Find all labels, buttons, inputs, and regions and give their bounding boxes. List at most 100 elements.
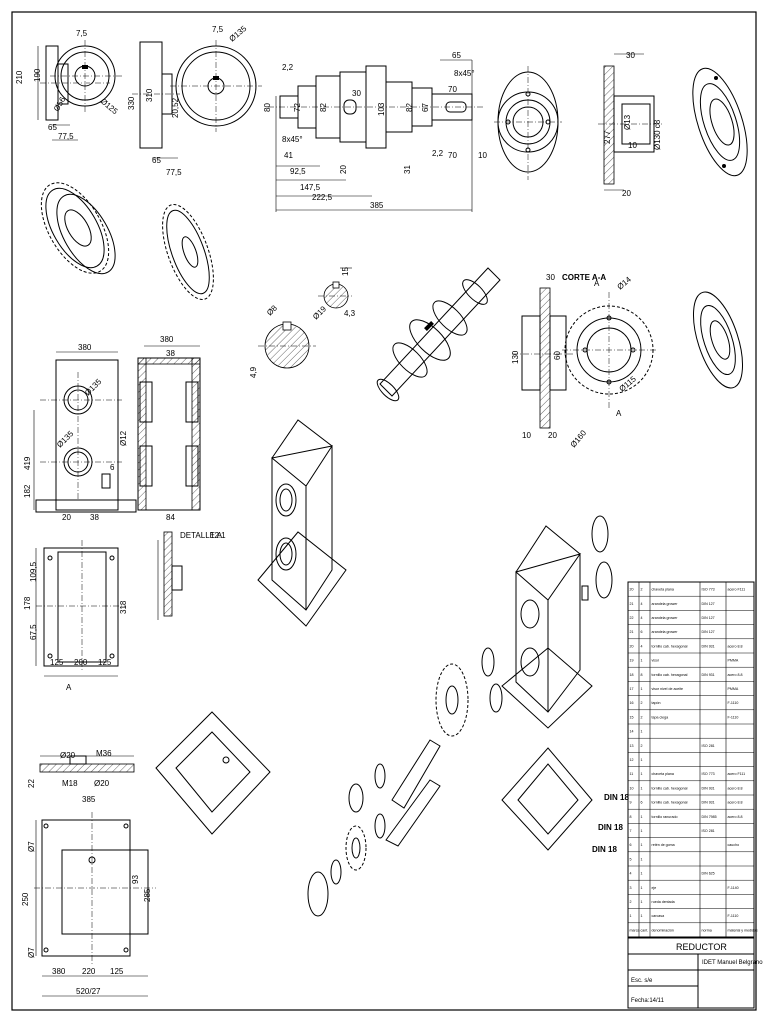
parts-list-cell: norma xyxy=(702,928,712,932)
parts-list-cell: PMMA xyxy=(728,687,739,691)
dim-shaft-14: 147,5 xyxy=(300,183,321,192)
dim-gear2-3: 310 xyxy=(145,88,154,102)
parts-list-cell: 12 xyxy=(630,758,634,762)
dim-lid-9: 93 xyxy=(131,875,140,884)
dim-gear1-6: 77,5 xyxy=(58,132,74,141)
cover-iso-view xyxy=(692,67,748,177)
housing-section-view xyxy=(137,345,201,511)
parts-list-cell: DIN 127 xyxy=(702,630,715,634)
parts-list-cell: 20 xyxy=(630,588,634,592)
cover-iso-2 xyxy=(692,291,744,389)
dim-shaft-18: 70 xyxy=(448,151,457,160)
parts-list-cell: ISO 773 xyxy=(702,772,715,776)
parts-list-cell: 4 xyxy=(641,644,643,648)
dim-cover-0: 30 xyxy=(626,51,635,60)
dim-section-7: 20 xyxy=(548,431,557,440)
parts-list-cell: 11 xyxy=(630,772,634,776)
parts-list-cell: carcasa xyxy=(652,914,665,918)
dim-callout-2: DIN 18 xyxy=(592,845,617,854)
parts-list-cell: 17 xyxy=(630,687,634,691)
exploded-assembly xyxy=(307,515,613,917)
parts-list-cell: 1 xyxy=(641,772,643,776)
dim-housing-2: Ø135 xyxy=(55,429,76,450)
title-name: REDUCTOR xyxy=(676,942,727,952)
housing-iso xyxy=(257,419,347,627)
dim-shaft-9: 67 xyxy=(421,103,430,112)
parts-list-cell: ISO 773 xyxy=(702,588,715,592)
parts-list-cell: 8 xyxy=(641,673,643,677)
parts-list-cell: 2 xyxy=(641,715,643,719)
parts-list-cell: 8 xyxy=(630,815,632,819)
dim-housing-13: 12:1 xyxy=(210,531,226,540)
parts-list-cell: 1 xyxy=(641,886,643,890)
parts-list-cell: 20 xyxy=(630,644,634,648)
dim-cover-1: 277 xyxy=(603,130,612,144)
dim-housing-7: 20 xyxy=(62,513,71,522)
parts-list-cell: acero F111 xyxy=(728,772,746,776)
parts-list-cell: 1 xyxy=(641,659,643,663)
parts-list-cell: DIN 931 xyxy=(702,801,715,805)
parts-list-cell: material y medidas xyxy=(728,928,758,932)
parts-list-cell: acero 8.8 xyxy=(728,801,743,805)
parts-list-cell: DIN 127 xyxy=(702,616,715,620)
title-date: Fecha:14/11 xyxy=(631,998,665,1004)
parts-list-cell: 22 xyxy=(630,616,634,620)
parts-list-frame xyxy=(627,581,755,938)
dim-cover-3: Ø13 xyxy=(623,114,632,130)
dim-lid-12: 220 xyxy=(82,967,96,976)
gear-iso-small xyxy=(162,204,214,300)
dim-gear2-4: 20,52 xyxy=(171,97,180,118)
gear-1-views xyxy=(37,40,122,141)
dim-lid-4: Ø20 xyxy=(94,779,110,788)
dim-gear2-1: Ø135 xyxy=(228,24,249,44)
dim-section-4: 60 xyxy=(553,351,562,360)
parts-list-cell: acero 8.8 xyxy=(728,786,743,790)
dim-base-4: 125 xyxy=(50,658,64,667)
parts-list-cell: acero 8.8 xyxy=(728,673,743,677)
dim-shaft-11: 8x45° xyxy=(282,135,303,144)
parts-list-cell: PMMA xyxy=(728,659,739,663)
dim-gear2-0: 7,5 xyxy=(212,25,224,34)
dim-shaft-10: 70 xyxy=(448,85,457,94)
dim-housing-6: 38 xyxy=(166,349,175,358)
base-plan-view xyxy=(35,540,126,677)
dim-lid-6: Ø7 xyxy=(27,841,36,852)
parts-list-cell: 1 xyxy=(641,914,643,918)
parts-list-cell: tapón xyxy=(652,701,661,705)
parts-list-cell: ISO 281 xyxy=(702,829,715,833)
dim-shaft-2: 8x45° xyxy=(454,69,475,78)
parts-list-cell: cant. xyxy=(641,928,649,932)
dim-section-2: Ø14 xyxy=(616,275,634,292)
parts-list-cell: 6 xyxy=(641,801,643,805)
parts-list-cell: 6 xyxy=(641,630,643,634)
parts-list-cell: 1 xyxy=(641,872,643,876)
dim-gear1-0: 7,5 xyxy=(76,29,88,38)
dim-lid-14: 520/27 xyxy=(76,987,101,996)
parts-list-cell: 1 xyxy=(641,843,643,847)
dim-lid-0: Ø20 xyxy=(60,751,76,760)
shaft-drawing xyxy=(268,59,484,212)
dim-shaft-3: 80 xyxy=(263,103,272,112)
dim-lid-8: 250 xyxy=(21,892,30,906)
gear-2-views xyxy=(132,40,262,159)
dim-shaft-1: 65 xyxy=(452,51,461,60)
dim-gear2-6: 77,5 xyxy=(166,168,182,177)
title-scale: Esc. s/e xyxy=(631,978,653,984)
parts-list-cell: denominación xyxy=(652,928,674,932)
dim-keys-2: Ø19 xyxy=(311,304,328,321)
shaft-iso xyxy=(376,267,501,402)
dim-shaft-17: 2,2 xyxy=(432,149,444,158)
parts-list-cell: arandela grower xyxy=(652,616,679,620)
parts-list-cell: 10 xyxy=(630,786,634,790)
dim-section-10: A xyxy=(616,409,622,418)
parts-list-cell: chaveta plana xyxy=(652,772,674,776)
parts-list-cell: 15 xyxy=(630,715,634,719)
parts-list-cell: 3 xyxy=(630,886,632,890)
dim-cover-2: 10 xyxy=(628,141,637,150)
parts-list-cell: 13 xyxy=(630,744,634,748)
dim-lid-5: 385 xyxy=(82,795,96,804)
parts-list-cell: 4 xyxy=(641,602,643,606)
cover-section-view xyxy=(598,53,664,191)
